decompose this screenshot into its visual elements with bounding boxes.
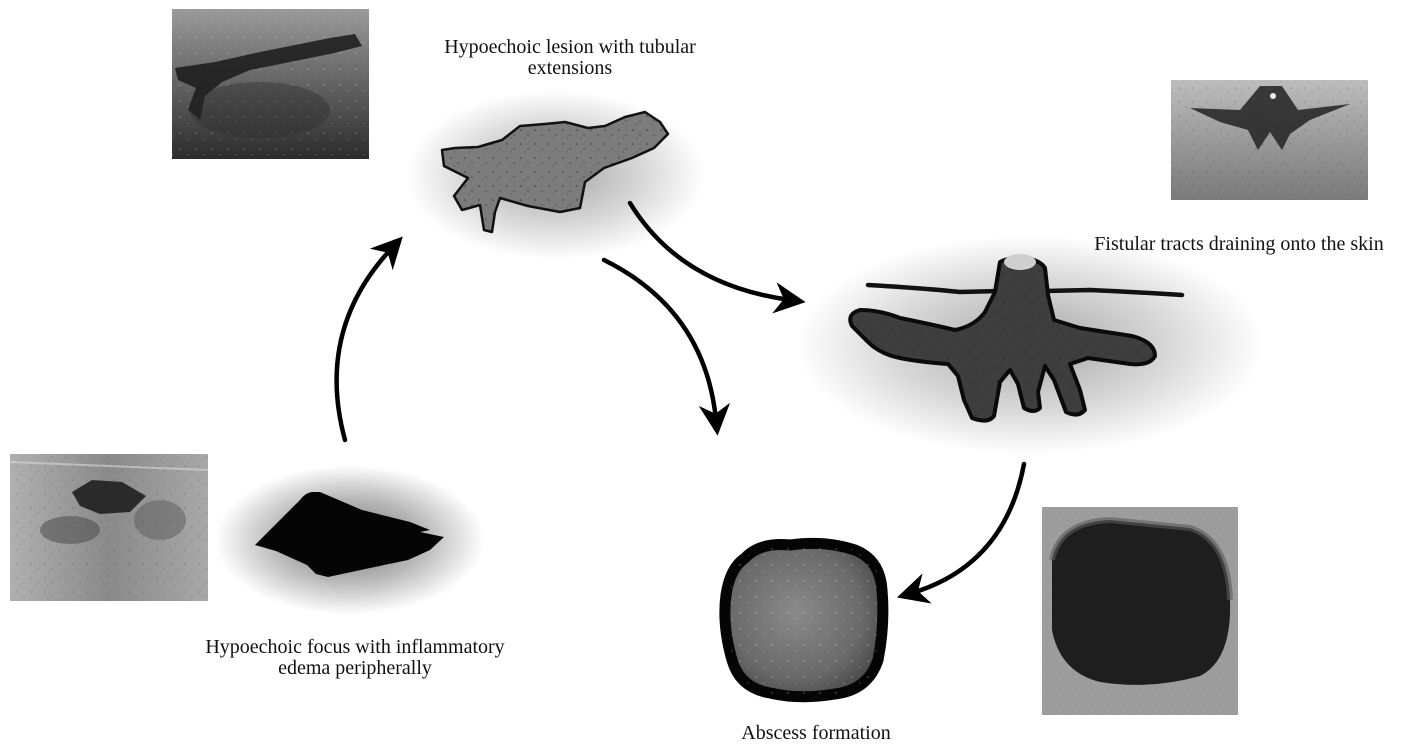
arrow-lesion-to-abscess — [604, 260, 716, 420]
caption-fistula: Fistular tracts draining onto the skin — [1074, 234, 1404, 255]
caption-focus-line-2: edema peripherally — [170, 658, 540, 679]
lesion-illustration — [405, 90, 705, 260]
ultrasound-image-fistula — [1171, 80, 1368, 200]
caption-lesion-line-1: Hypoechoic lesion with tubular — [400, 37, 740, 58]
caption-lesion-line-2: extensions — [400, 58, 740, 79]
ultrasound-image-lesion — [172, 9, 369, 159]
abscess-illustration — [725, 543, 883, 696]
arrow-focus-to-lesion — [337, 248, 392, 440]
caption-focus: Hypoechoic focus with inflammatory edema… — [170, 637, 540, 679]
caption-lesion: Hypoechoic lesion with tubular extension… — [400, 37, 740, 79]
ultrasound-image-focus — [10, 454, 208, 601]
caption-fistula-line-1: Fistular tracts draining onto the skin — [1074, 234, 1404, 255]
arrow-fistula-to-abscess — [912, 464, 1024, 593]
ultrasound-image-abscess — [1042, 507, 1238, 715]
caption-abscess-line-1: Abscess formation — [706, 723, 926, 744]
caption-focus-line-1: Hypoechoic focus with inflammatory — [170, 637, 540, 658]
focus-illustration — [215, 465, 485, 615]
fistula-illustration — [795, 235, 1265, 455]
caption-abscess: Abscess formation — [706, 723, 926, 744]
